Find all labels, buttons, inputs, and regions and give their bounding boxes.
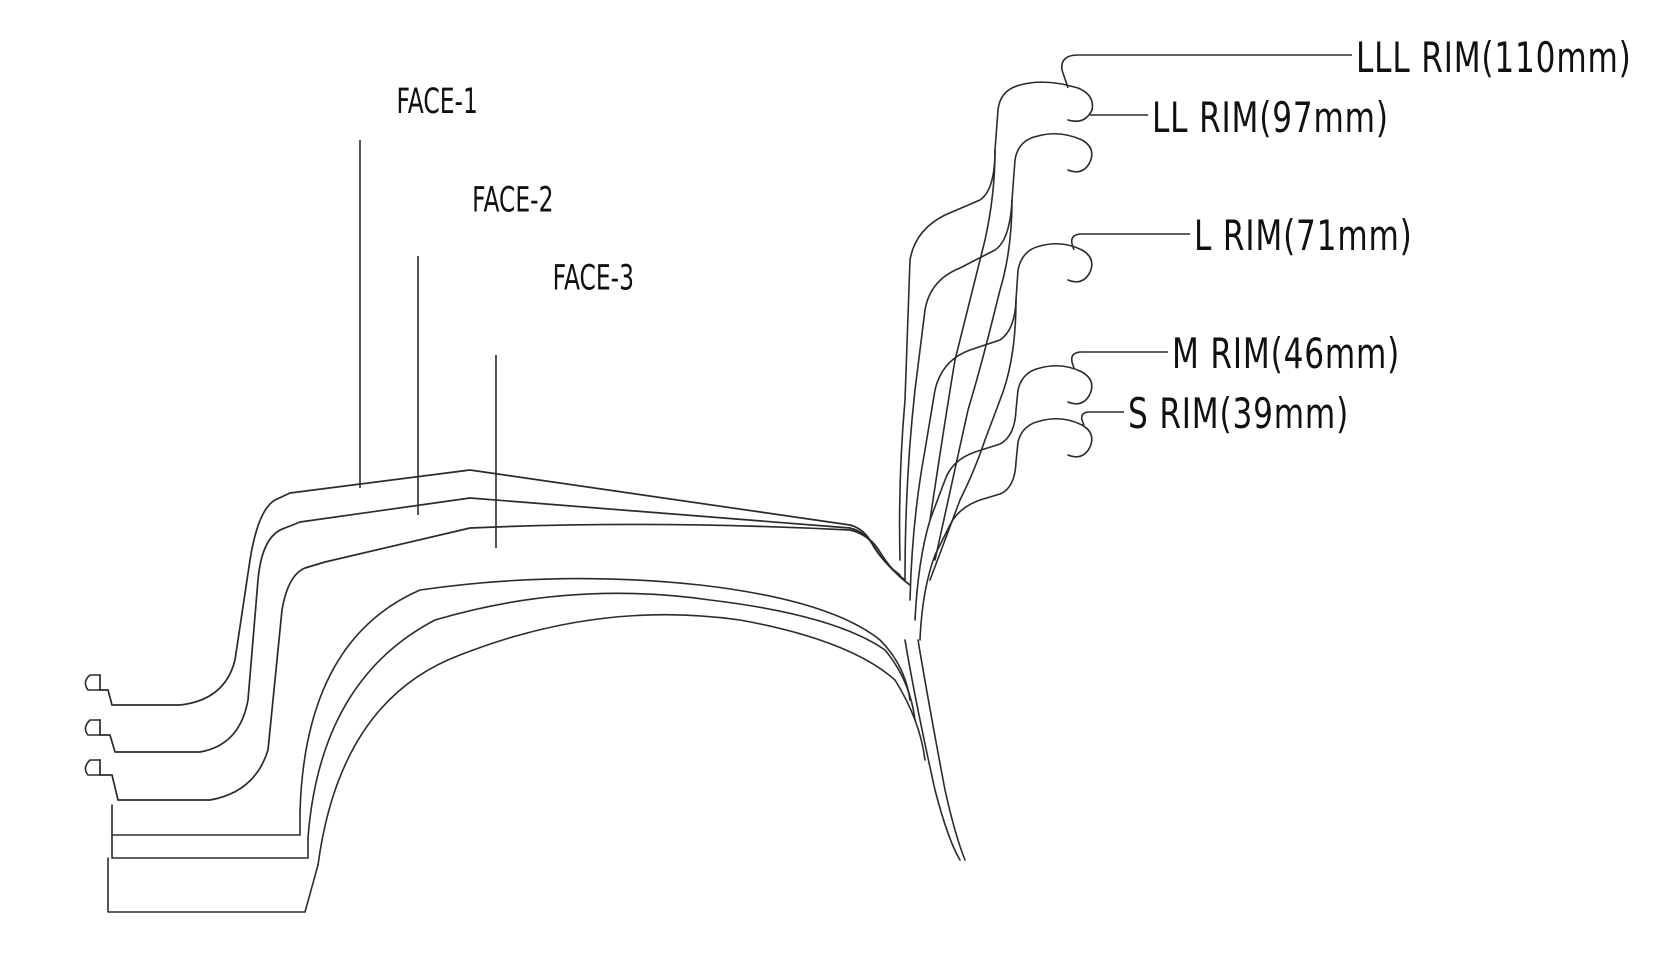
face-2-profile xyxy=(99,497,906,753)
face-1-profile xyxy=(99,469,901,706)
barrel-base-1 xyxy=(111,804,301,836)
face-3-label: FACE-3 xyxy=(553,258,634,298)
face-profiles xyxy=(84,469,966,913)
lll-rim-profile xyxy=(898,81,1094,561)
m-rim-label: M RIM(46mm) xyxy=(1172,329,1400,378)
left-flange-upper xyxy=(84,674,101,691)
ll-rim-label: LL RIM(97mm) xyxy=(1152,93,1389,142)
inner-arc-3 xyxy=(317,613,926,866)
rim-labels: LLL RIM(110mm) LL RIM(97mm) L RIM(71mm) … xyxy=(1128,33,1632,438)
face-leaders xyxy=(359,140,497,548)
lll-rim-label: LLL RIM(110mm) xyxy=(1356,33,1632,82)
s-rim-profile xyxy=(919,417,1093,641)
barrel-base-3 xyxy=(107,857,319,913)
face-labels: FACE-1 FACE-2 FACE-3 xyxy=(397,81,635,298)
l-rim-label: L RIM(71mm) xyxy=(1194,211,1413,260)
inner-arc-2 xyxy=(307,592,916,839)
spoke-stem xyxy=(904,639,961,861)
ll-rim-profile xyxy=(904,132,1093,581)
barrel-base-2 xyxy=(111,834,309,859)
face-1-label: FACE-1 xyxy=(397,81,478,121)
lll-rim-leader-drop xyxy=(1061,54,1079,89)
rim-leaders xyxy=(1061,54,1352,426)
m-rim-leader-drop xyxy=(1070,351,1083,369)
inner-arc-1 xyxy=(299,577,911,813)
left-flange-middle xyxy=(84,719,101,736)
rim-back-connect-2 xyxy=(934,199,1013,561)
rim-back-connect-1 xyxy=(929,299,1017,581)
face-3-profile xyxy=(99,523,911,801)
s-rim-leader-drop xyxy=(1080,411,1091,426)
face-2-label: FACE-2 xyxy=(472,180,553,220)
l-rim-leader-drop xyxy=(1070,233,1083,251)
rim-back-connect-3 xyxy=(929,149,996,521)
s-rim-label: S RIM(39mm) xyxy=(1128,389,1349,438)
rim-profiles xyxy=(898,81,1094,641)
left-flange-lower xyxy=(84,759,101,776)
spoke-stem-inner xyxy=(917,639,966,861)
l-rim-profile xyxy=(909,242,1093,601)
